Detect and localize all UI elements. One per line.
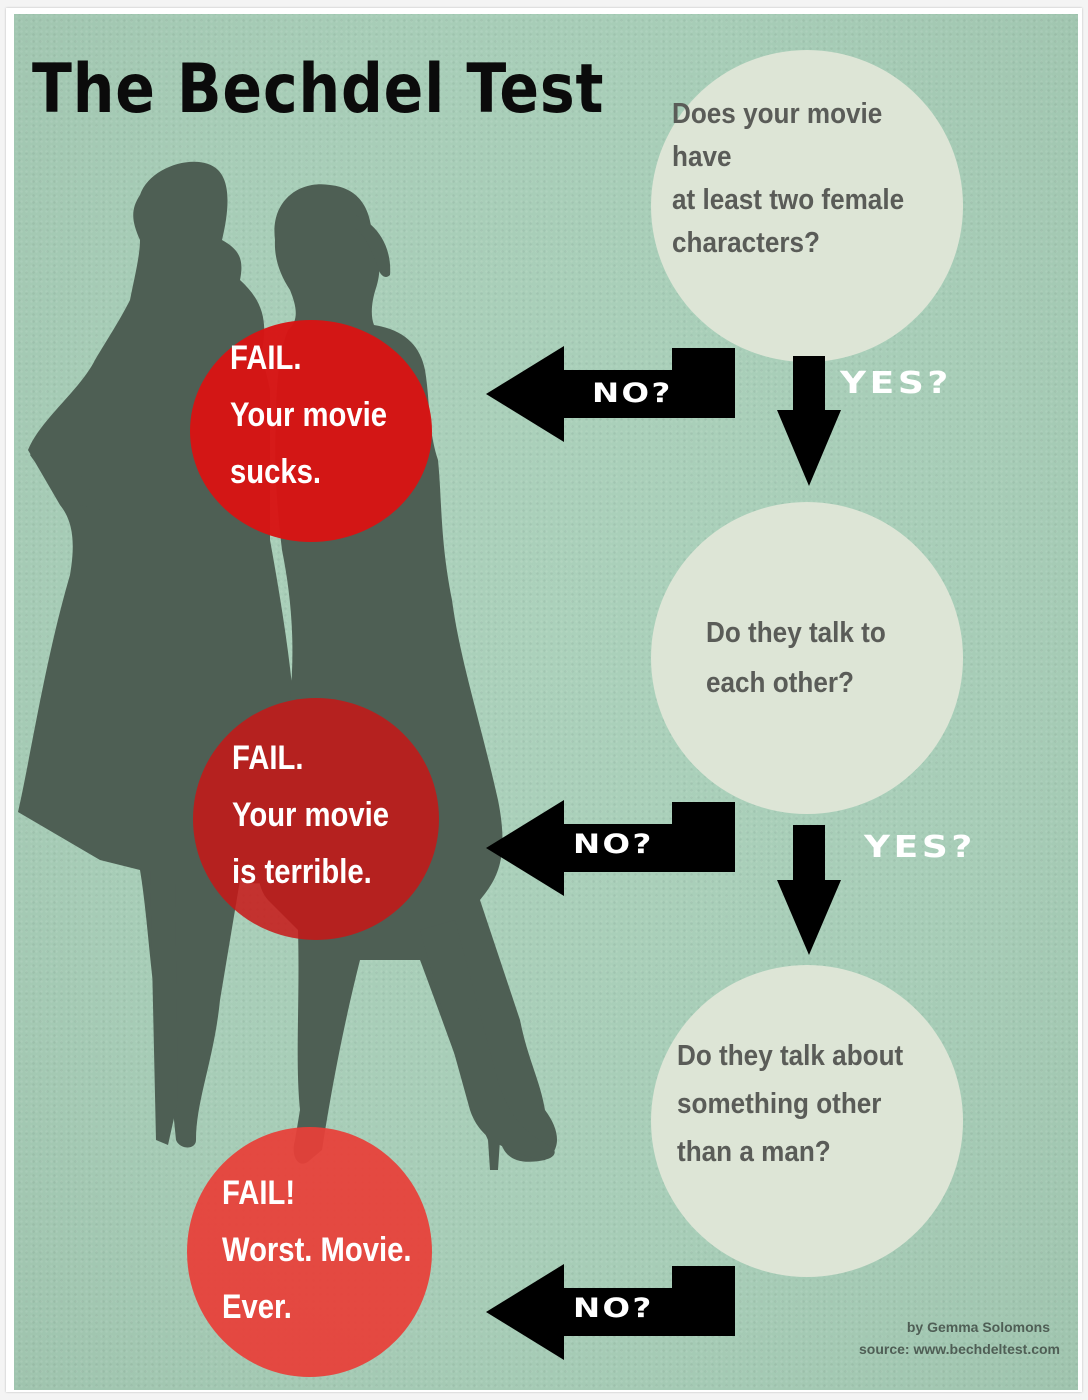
down-arrow-icon: [777, 356, 841, 486]
fail-circle-3: [187, 1127, 432, 1377]
no-label-1: NO?: [592, 378, 673, 409]
question-text-1: Does your movie have at least two female…: [672, 98, 905, 259]
no-label-2: NO?: [573, 829, 654, 860]
fail-circle-2: [193, 698, 439, 940]
question-circle-2: Do they talk to each other?: [651, 502, 963, 814]
fail-text-3: FAIL! Worst. Movie. Ever.: [222, 1174, 412, 1326]
left-arrow-icon: [486, 1264, 735, 1360]
fail-circle-1: [190, 320, 432, 542]
question-text-2: Do they talk to each other?: [706, 617, 886, 699]
poster-title: The Bechdel Test: [32, 50, 605, 129]
question-circle-1: Does your movie have at least two female…: [651, 50, 963, 362]
question-text-3: Do they talk about something other than …: [677, 1040, 904, 1168]
left-arrow-icon: [486, 346, 735, 442]
source-credit: source: www.bechdeltest.com: [859, 1341, 1060, 1357]
fail-text-1: FAIL. Your movie sucks.: [230, 339, 388, 491]
yes-label-1: YES?: [840, 366, 952, 401]
author-credit: by Gemma Solomons: [906, 1319, 1050, 1335]
left-arrow-icon: [486, 800, 735, 896]
fail-text-2: FAIL. Your movie is terrible.: [232, 739, 390, 891]
down-arrow-icon: [777, 825, 841, 955]
question-circle-3: Do they talk about something other than …: [651, 965, 963, 1277]
no-label-3: NO?: [573, 1293, 654, 1324]
yes-label-2: YES?: [864, 830, 976, 865]
